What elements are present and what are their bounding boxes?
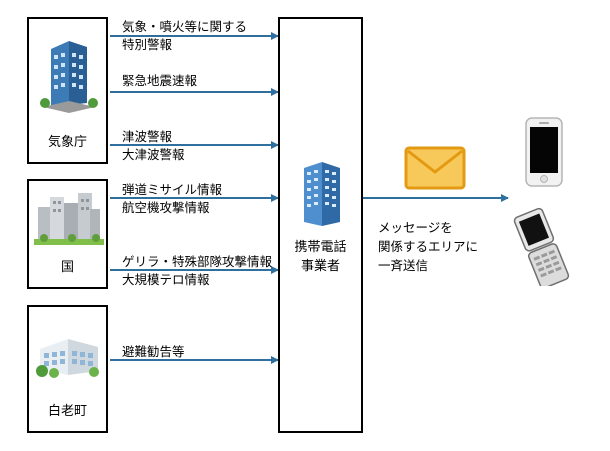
message-label: 弾道ミサイル情報航空機攻撃情報 [122,182,223,215]
message-label: 緊急地震速報 [122,73,198,88]
envelope-icon [404,146,466,190]
source-box-national: 国 [27,179,108,289]
message-label: 避難勧告等 [122,344,185,359]
message-label: ゲリラ・特殊部隊攻撃情報大規模テロ情報 [122,254,273,287]
carrier-label: 携帯電話事業者 [294,240,347,274]
carrier-building-icon [304,162,340,226]
city-buildings-icon [34,193,104,245]
flip-phone-icon [513,207,570,286]
source-box-jma: 気象庁 [27,17,108,164]
broadcast-label: メッセージを関係するエリアに一斉送信 [378,220,479,273]
office-building-icon [40,41,98,113]
source-label: 国 [60,260,74,275]
message-label: 気象・噴火等に関する特別警報 [122,19,248,52]
smartphone-icon [525,117,563,187]
town-hall-icon [36,339,99,378]
message-label: 津波警報大津波警報 [122,129,185,162]
source-label: 白老町 [47,404,87,419]
source-box-shiraoi: 白老町 [27,305,108,433]
source-label: 気象庁 [47,135,87,150]
